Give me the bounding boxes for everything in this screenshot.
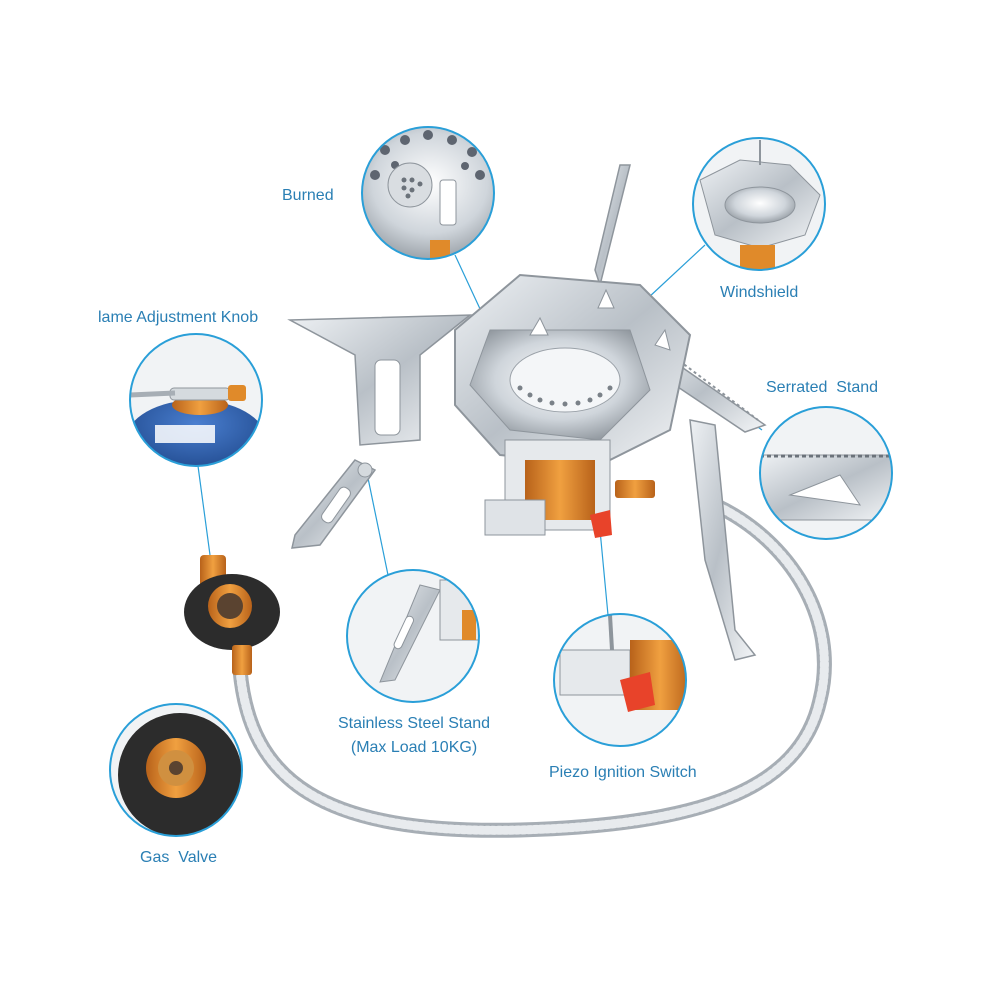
callout-serrated-stand [759, 406, 893, 540]
callout-gas-valve [109, 703, 243, 837]
callout-windshield [692, 137, 826, 271]
braided-hose [232, 497, 832, 838]
label-burner: Burned [282, 187, 334, 204]
stove-body [287, 164, 767, 661]
label-serrated-stand: Serrated Stand [766, 379, 879, 396]
label-flame-adjustment-knob: lame Adjustment Knob [98, 309, 259, 326]
callout-flame-knob [129, 333, 263, 467]
gas-valve-adapter [184, 555, 280, 675]
label-piezo-ignition-switch: Piezo Ignition Switch [549, 764, 697, 781]
callout-steel-stand [346, 569, 480, 703]
callout-burner [361, 126, 495, 260]
label-windshield: Windshield [720, 284, 799, 301]
label-gas-valve: Gas Valve [140, 849, 218, 866]
callout-piezo [553, 613, 687, 747]
label-max-load: (Max Load 10KG) [350, 739, 478, 756]
label-stainless-steel-stand: Stainless Steel Stand [337, 715, 491, 732]
